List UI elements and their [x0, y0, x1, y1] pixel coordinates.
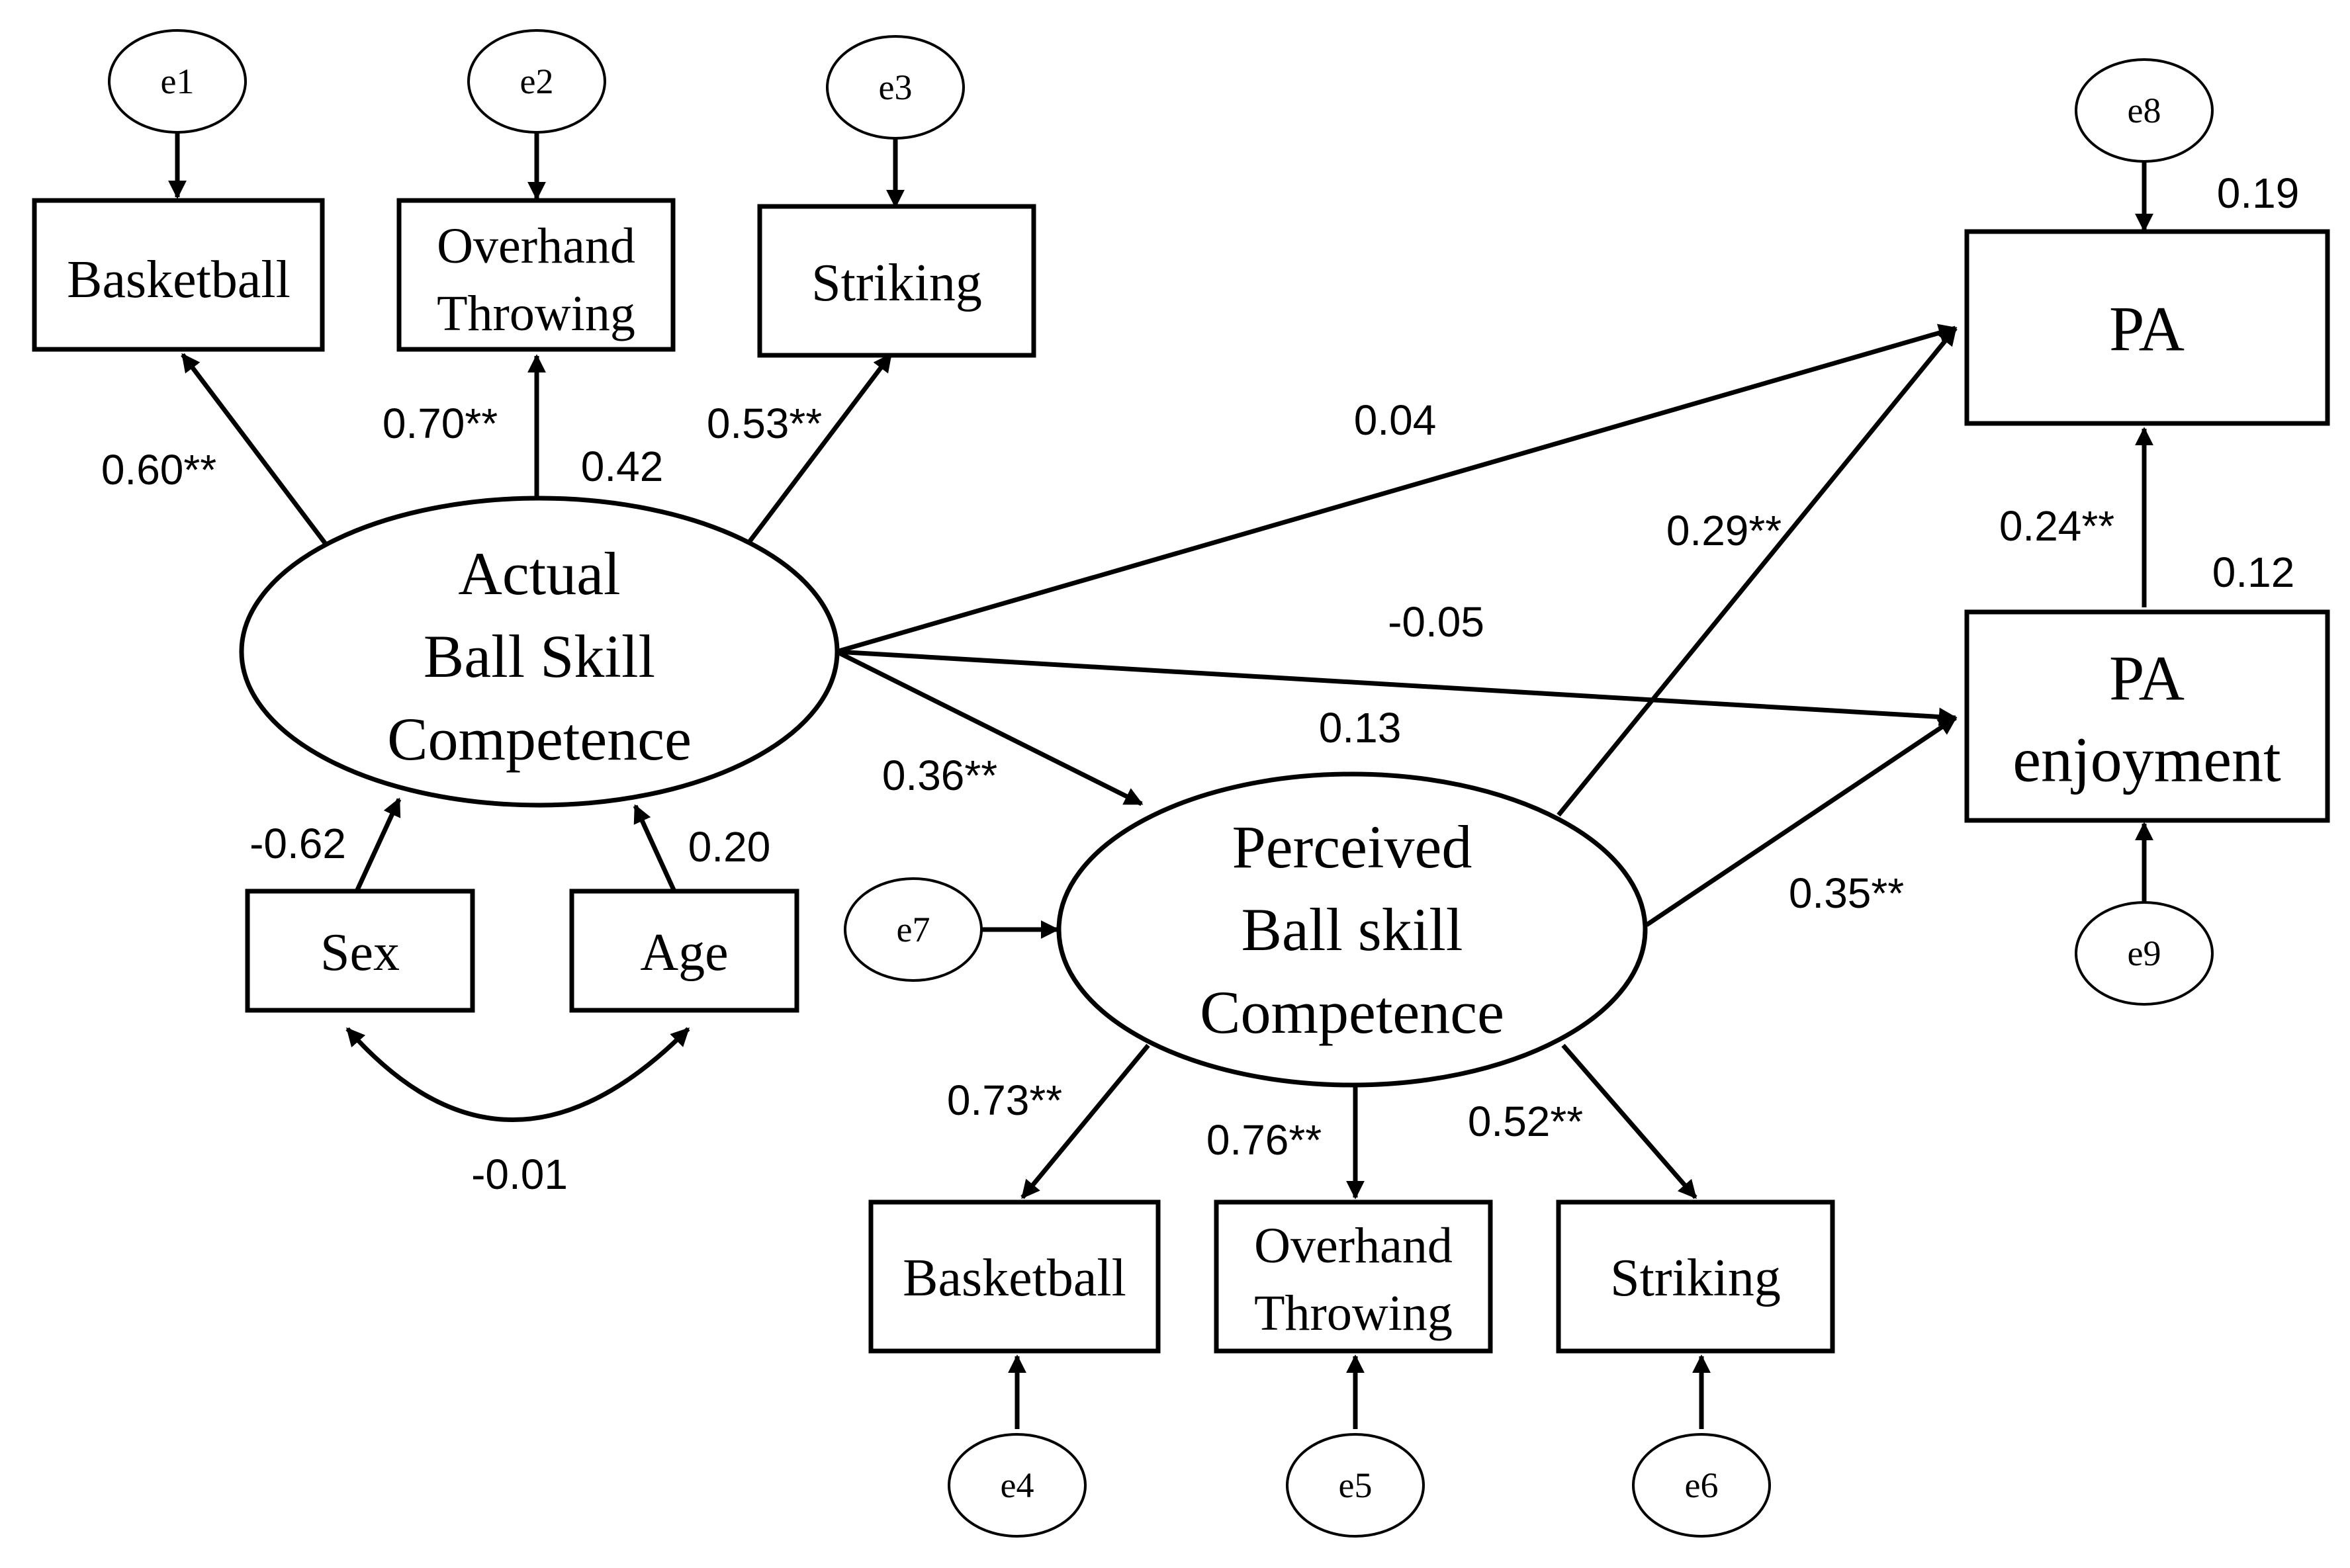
- svg-text:e7: e7: [897, 910, 930, 949]
- coef-actual-overhand: 0.70**: [383, 400, 498, 447]
- svg-text:Perceived: Perceived: [1232, 813, 1472, 881]
- arrow-actual-striking: [746, 353, 893, 546]
- box-overhand-perceived: Overhand Throwing: [1214, 1199, 1493, 1354]
- coef-actual-enjoyment: -0.05: [1388, 598, 1484, 646]
- box-basketball-perceived: Basketball: [868, 1199, 1161, 1354]
- box-striking-actual: Striking: [757, 204, 1036, 358]
- coef-perceived-striking: 0.52**: [1468, 1098, 1583, 1145]
- arrow-sex-age-covariance: [345, 1027, 690, 1122]
- coef-actual-striking: 0.53**: [707, 400, 822, 447]
- svg-text:Basketball: Basketball: [903, 1249, 1126, 1307]
- error-e8: e8: [2075, 58, 2214, 163]
- coefficient-labels: 0.60** 0.70** 0.42 0.53** 0.04 -0.05 0.3…: [101, 169, 2299, 1198]
- svg-text:e5: e5: [1339, 1465, 1373, 1505]
- svg-text:Striking: Striking: [811, 254, 982, 312]
- arrow-sex-actual: [355, 797, 402, 891]
- svg-text:Basketball: Basketball: [67, 251, 291, 309]
- svg-text:Actual: Actual: [458, 540, 620, 607]
- arrow-actual-pa: [836, 324, 1958, 654]
- coef-age-actual: 0.20: [688, 823, 771, 871]
- latent-actual-ball-skill: Actual Ball Skill Competence: [239, 496, 840, 808]
- error-e4: e4: [948, 1433, 1087, 1538]
- observed-variables: Basketball Overhand Throwing Striking Se…: [32, 198, 2330, 1354]
- svg-text:e2: e2: [520, 62, 554, 101]
- svg-text:Sex: Sex: [320, 924, 400, 982]
- error-e7: e7: [844, 877, 983, 982]
- error-terms: e1 e2 e3 e8 e9 e7 e4 e5: [108, 29, 2214, 1538]
- coef-perceived-r2: 0.13: [1319, 704, 1402, 752]
- error-e2: e2: [467, 29, 606, 134]
- box-pa-enjoyment: PA enjoyment: [1964, 609, 2330, 823]
- svg-text:Age: Age: [640, 924, 728, 982]
- coef-enjoyment-pa: 0.24**: [1999, 502, 2114, 550]
- coef-perceived-overhand: 0.76**: [1206, 1116, 1322, 1164]
- coef-actual-perceived: 0.36**: [882, 752, 997, 799]
- error-e3: e3: [826, 35, 965, 140]
- svg-text:e9: e9: [2128, 934, 2161, 973]
- box-striking-perceived: Striking: [1556, 1199, 1835, 1354]
- svg-text:e3: e3: [879, 67, 913, 107]
- error-e1: e1: [108, 29, 247, 134]
- error-e6: e6: [1632, 1433, 1771, 1538]
- svg-text:PA: PA: [2109, 294, 2185, 365]
- svg-text:Overhand: Overhand: [1254, 1218, 1453, 1274]
- svg-text:Throwing: Throwing: [437, 286, 635, 341]
- svg-text:e4: e4: [1001, 1465, 1034, 1505]
- svg-text:Throwing: Throwing: [1254, 1285, 1453, 1341]
- arrow-age-actual: [633, 804, 676, 891]
- svg-text:e8: e8: [2128, 91, 2161, 130]
- box-pa: PA: [1964, 229, 2330, 426]
- svg-text:Ball Skill: Ball Skill: [424, 623, 655, 690]
- box-basketball-actual: Basketball: [32, 198, 325, 352]
- arrow-perceived-basketball: [1020, 1043, 1150, 1199]
- arrow-perceived-pa: [1557, 326, 1958, 817]
- arrow-actual-enjoyment: [836, 649, 1958, 726]
- coef-sex-actual: -0.62: [249, 820, 346, 867]
- svg-text:Competence: Competence: [387, 705, 692, 773]
- arrow-actual-perceived: [835, 649, 1144, 806]
- arrow-perceived-striking: [1561, 1043, 1697, 1199]
- coef-sex-age-covariance: -0.01: [471, 1151, 568, 1198]
- coef-enjoyment-r2: 0.12: [2212, 548, 2295, 596]
- latent-perceived-ball-skill: Perceived Ball skill Competence: [1056, 771, 1648, 1088]
- coef-actual-basketball: 0.60**: [101, 446, 216, 494]
- coef-perceived-pa: 0.29**: [1666, 507, 1782, 554]
- box-overhand-actual: Overhand Throwing: [396, 198, 676, 352]
- error-e9: e9: [2075, 901, 2214, 1006]
- coef-actual-pa: 0.04: [1354, 396, 1437, 444]
- svg-text:PA: PA: [2109, 643, 2185, 714]
- arrow-perceived-enjoyment: [1645, 716, 1958, 927]
- coef-perceived-basketball: 0.73**: [947, 1076, 1062, 1124]
- svg-text:Competence: Competence: [1200, 979, 1504, 1046]
- latent-variables: Actual Ball Skill Competence Perceived B…: [239, 496, 1648, 1088]
- svg-text:Overhand: Overhand: [437, 218, 635, 274]
- svg-text:Ball skill: Ball skill: [1242, 896, 1463, 963]
- svg-text:Striking: Striking: [1610, 1249, 1781, 1307]
- svg-text:e1: e1: [161, 62, 195, 101]
- coef-actual-r2: 0.42: [581, 443, 664, 490]
- arrow-actual-basketball: [181, 353, 328, 546]
- error-e5: e5: [1286, 1433, 1425, 1538]
- box-sex: Sex: [245, 889, 475, 1013]
- coef-pa-r2: 0.19: [2217, 169, 2300, 217]
- coef-perceived-enjoyment: 0.35**: [1789, 869, 1904, 917]
- path-arrows: [168, 131, 2153, 1429]
- box-age: Age: [569, 889, 799, 1013]
- svg-text:e6: e6: [1685, 1465, 1719, 1505]
- svg-text:enjoyment: enjoyment: [2012, 724, 2281, 795]
